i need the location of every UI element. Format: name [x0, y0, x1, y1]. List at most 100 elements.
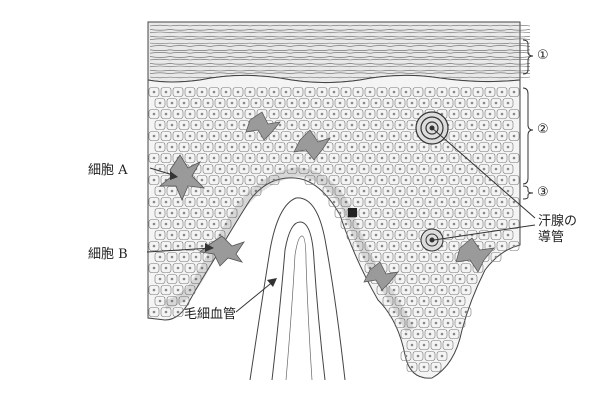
epidermal-cell [190, 252, 202, 262]
cell-nucleus [416, 266, 420, 270]
cell-nucleus [386, 167, 390, 171]
cell-nucleus [482, 123, 486, 127]
cell-nucleus [446, 211, 450, 215]
cell-nucleus [182, 211, 186, 215]
cell-nucleus [338, 145, 342, 149]
cell-nucleus [158, 189, 162, 193]
epidermal-cell [436, 87, 448, 97]
epidermal-cell [496, 197, 508, 207]
epidermal-cell [430, 164, 442, 174]
cell-nucleus [230, 123, 234, 127]
cell-nucleus [188, 288, 192, 292]
epidermal-cell [280, 109, 292, 119]
epidermal-cell [478, 186, 490, 196]
cell-nucleus [428, 288, 432, 292]
epidermal-cell [292, 153, 304, 163]
cell-nucleus [440, 178, 444, 182]
epidermal-cell [508, 175, 520, 185]
cell-nucleus [242, 101, 246, 105]
epidermal-cell [352, 241, 364, 251]
epidermal-cell [490, 98, 502, 108]
cell-nucleus [284, 156, 288, 160]
cell-nucleus [260, 156, 264, 160]
epidermal-cell [214, 142, 226, 152]
epidermal-cell [268, 153, 280, 163]
cell-nucleus [290, 145, 294, 149]
cell-nucleus [392, 244, 396, 248]
cell-nucleus [332, 112, 336, 116]
epidermal-cell [454, 186, 466, 196]
epidermal-cell [412, 175, 424, 185]
epidermal-cell [490, 208, 502, 218]
cell-nucleus [212, 112, 216, 116]
cell-nucleus [368, 178, 372, 182]
cell-nucleus [284, 90, 288, 94]
epidermal-cell [382, 120, 394, 130]
epidermal-cell [382, 164, 394, 174]
epidermal-cell [472, 197, 484, 207]
cell-nucleus [464, 288, 468, 292]
epidermal-cell [160, 263, 172, 273]
epidermal-cell [370, 98, 382, 108]
cell-nucleus [440, 310, 444, 314]
epidermal-cell [466, 186, 478, 196]
cell-nucleus [464, 134, 468, 138]
epidermal-cell [166, 296, 178, 306]
epidermal-cell [382, 296, 394, 306]
epidermal-cell [172, 197, 184, 207]
epidermal-cell [406, 252, 418, 262]
epidermal-cell [274, 142, 286, 152]
cell-nucleus [236, 178, 240, 182]
cell-nucleus [344, 200, 348, 204]
epidermal-cell [172, 131, 184, 141]
epidermal-cell [496, 175, 508, 185]
epidermal-cell [358, 186, 370, 196]
cell-nucleus [152, 134, 156, 138]
cell-nucleus [404, 222, 408, 226]
cell-nucleus [500, 90, 504, 94]
epidermal-cell [286, 164, 298, 174]
cell-nucleus [368, 156, 372, 160]
epidermal-cell [304, 175, 316, 185]
epidermal-cell [352, 175, 364, 185]
epidermal-cell [148, 307, 160, 317]
epidermal-cell [232, 109, 244, 119]
cell-nucleus [452, 134, 456, 138]
epidermal-cell [478, 230, 490, 240]
cell-nucleus [368, 222, 372, 226]
epidermal-cell [394, 98, 406, 108]
epidermal-cell [484, 87, 496, 97]
cell-nucleus [446, 321, 450, 325]
cell-nucleus [248, 156, 252, 160]
epidermal-cell [412, 329, 424, 339]
cell-nucleus [404, 332, 408, 336]
cell-nucleus [428, 354, 432, 358]
corneum-line [149, 31, 531, 34]
cell-nucleus [362, 255, 366, 259]
cell-nucleus [290, 167, 294, 171]
epidermal-cell [388, 87, 400, 97]
cell-nucleus [206, 167, 210, 171]
cell-nucleus [326, 123, 330, 127]
cell-nucleus [356, 112, 360, 116]
epidermal-cell [442, 164, 454, 174]
cell-nucleus [332, 90, 336, 94]
cell-nucleus [500, 134, 504, 138]
dendritic-cell-a [158, 154, 206, 202]
epidermal-cell [370, 208, 382, 218]
epidermal-cell [472, 153, 484, 163]
cell-nucleus [176, 134, 180, 138]
cell-nucleus [452, 244, 456, 248]
cell-nucleus [398, 101, 402, 105]
epidermal-cell [226, 208, 238, 218]
cell-nucleus [302, 101, 306, 105]
cell-nucleus [230, 189, 234, 193]
cell-nucleus [410, 167, 414, 171]
cell-nucleus [392, 134, 396, 138]
cell-nucleus [482, 189, 486, 193]
epidermal-cell [154, 164, 166, 174]
cell-nucleus [488, 200, 492, 204]
epidermal-cell [358, 120, 370, 130]
cell-nucleus [428, 222, 432, 226]
